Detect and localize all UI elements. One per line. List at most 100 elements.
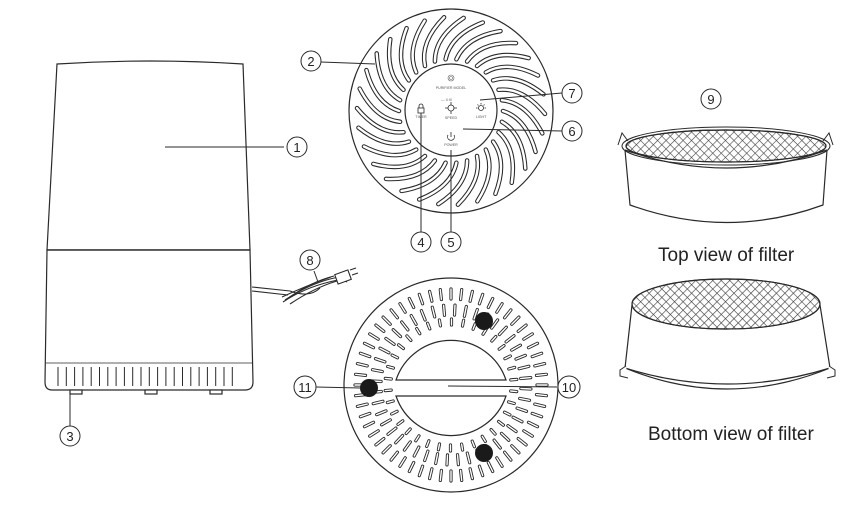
callout-4-number: 4 [417, 235, 424, 250]
intake-slot [534, 403, 546, 408]
intake-slot [437, 443, 441, 451]
swirl-vent [362, 145, 418, 157]
intake-slot [408, 297, 415, 309]
intake-slot [399, 457, 406, 467]
swirl-vent [475, 53, 530, 68]
intake-slot [439, 469, 443, 482]
intake-slot [453, 304, 456, 316]
intake-slot [487, 461, 494, 473]
speed-button[interactable] [445, 102, 457, 114]
callout-7-number: 7 [568, 86, 575, 101]
intake-slot [382, 316, 391, 325]
intake-slot [496, 303, 503, 313]
power-label: POWER [444, 143, 458, 147]
light-button[interactable] [476, 103, 486, 111]
swirl-vent [437, 159, 469, 206]
intake-slot [403, 441, 411, 451]
swirl-vent [433, 16, 465, 63]
intake-slot [511, 344, 522, 351]
intake-slot [466, 452, 471, 464]
base-vent-slots [57, 367, 233, 386]
intake-slot [498, 344, 505, 350]
intake-slot [413, 446, 420, 457]
intake-slot [520, 387, 532, 390]
intake-slot [491, 335, 497, 342]
intake-slot [382, 445, 391, 454]
swirl-vent [465, 41, 518, 63]
intake-slot [418, 465, 424, 477]
caption-bottom-view: Bottom view of filter [648, 424, 814, 445]
swirl-vent [399, 27, 411, 82]
intake-slot [418, 293, 424, 305]
intake-slot [369, 333, 379, 340]
swirl-vent [476, 148, 491, 203]
swirl-vent [497, 88, 547, 116]
intake-slot [356, 362, 368, 367]
intake-slot [410, 314, 417, 325]
intake-slot [531, 412, 543, 418]
intake-slot [478, 293, 484, 305]
intake-slot [503, 411, 511, 416]
filter-top-view [617, 126, 834, 224]
intake-slot [415, 435, 420, 442]
intake-slot [459, 288, 463, 301]
intake-slot [359, 352, 371, 358]
intake-slot [372, 400, 384, 405]
intake-slot [482, 328, 487, 335]
intake-slot [442, 304, 446, 316]
filter-cover-upper [395, 339, 507, 381]
intake-slot [431, 306, 436, 318]
rubber-foot [475, 312, 493, 330]
intake-slot [371, 369, 383, 373]
callout-7: 7 [561, 82, 583, 104]
intake-slot [469, 290, 474, 302]
power-button[interactable] [447, 132, 455, 141]
swirl-vent [400, 161, 447, 193]
intake-slot [387, 365, 395, 369]
brand-label: PURIFIER MODEL [436, 86, 467, 90]
cord-plug [334, 269, 352, 285]
intake-slot [416, 327, 421, 335]
bottom-air-intake-slots [353, 287, 549, 483]
intake-slot [505, 335, 515, 343]
intake-slot [428, 468, 433, 480]
swirl-vent [491, 140, 503, 195]
intake-slot [405, 428, 411, 435]
swirl-air-outlet [354, 15, 548, 207]
swirl-vent [418, 161, 458, 201]
intake-slot [504, 355, 511, 360]
callout-6-number: 6 [568, 124, 575, 139]
intake-slot [503, 451, 512, 461]
intake-slot [535, 393, 548, 397]
swirl-vent [497, 131, 515, 184]
intake-slot [384, 377, 392, 380]
intake-slot [471, 440, 476, 448]
intake-slot [496, 457, 503, 467]
intake-slot [510, 378, 518, 381]
intake-slot [392, 329, 402, 338]
power-cord [251, 267, 359, 305]
intake-slot [534, 362, 546, 367]
intake-slot [391, 354, 399, 359]
intake-slot [516, 407, 528, 412]
purifier-body [46, 60, 251, 251]
purifier-foot [144, 389, 158, 395]
purifier-foot [209, 389, 223, 395]
swirl-vent [384, 159, 437, 181]
callout-10-number: 10 [562, 380, 576, 395]
intake-slot [363, 421, 375, 428]
callout-4: 4 [410, 231, 432, 253]
intake-slot [385, 337, 395, 345]
intake-slot [498, 326, 507, 336]
swirl-vent [358, 87, 402, 123]
intake-slot [517, 324, 527, 333]
swirl-vent [500, 120, 527, 170]
intake-slot [507, 401, 515, 405]
intake-slot [428, 290, 433, 302]
intake-slot [469, 468, 474, 480]
intake-slot [356, 403, 368, 408]
swirl-vent [455, 29, 502, 61]
intake-slot [491, 319, 499, 329]
intake-slot [507, 425, 517, 433]
swirl-vent [372, 154, 427, 169]
